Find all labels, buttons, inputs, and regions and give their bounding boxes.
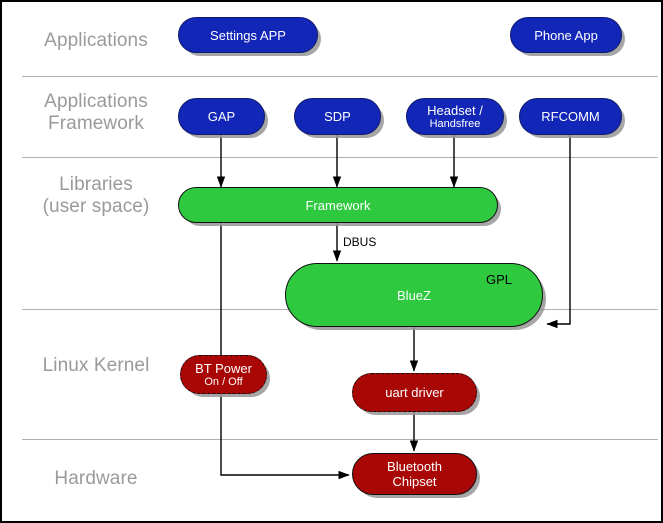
node-bluetooth-chipset[interactable]: Bluetooth Chipset <box>352 453 477 495</box>
node-bluetooth-chipset-label: Bluetooth <box>387 459 442 474</box>
node-rfcomm[interactable]: RFCOMM <box>519 98 622 135</box>
node-bluez-gpl-tag: GPL <box>486 272 513 287</box>
node-handsfree-label: Handsfree <box>429 117 481 130</box>
node-phone-app-label: Phone App <box>534 27 598 43</box>
node-uart-driver-label: uart driver <box>385 385 444 400</box>
node-rfcomm-label: RFCOMM <box>541 109 600 124</box>
node-bt-power[interactable]: BT Power On / Off <box>180 355 267 394</box>
node-phone-app[interactable]: Phone App <box>510 17 622 53</box>
node-headset-handsfree[interactable]: Headset / Handsfree <box>406 98 504 135</box>
layer-label-applications-framework: Applications Framework <box>44 91 148 134</box>
node-settings-app-label: Settings APP <box>210 27 286 43</box>
divider-applications <box>22 76 658 77</box>
node-headset-label: Headset / <box>427 102 483 118</box>
node-framework[interactable]: Framework <box>178 187 498 223</box>
node-bluez-label: BlueZ <box>397 287 431 303</box>
node-bt-power-sublabel: On / Off <box>204 375 243 388</box>
node-sdp[interactable]: SDP <box>294 98 381 135</box>
divider-applications-framework <box>22 157 658 158</box>
node-bluetooth-chipset-sublabel: Chipset <box>392 474 437 489</box>
node-settings-app[interactable]: Settings APP <box>178 17 318 53</box>
layer-label-linux-kernel: Linux Kernel <box>42 355 150 376</box>
edge-label-dbus: DBUS <box>343 235 377 249</box>
layer-label-libraries: Libraries (user space) <box>42 174 150 217</box>
connector-rfcomm-to-bluez <box>546 135 571 329</box>
node-uart-driver[interactable]: uart driver <box>352 373 477 412</box>
node-bt-power-label: BT Power <box>195 360 252 376</box>
divider-linux-kernel <box>22 439 658 440</box>
layer-label-hardware: Hardware <box>54 468 138 489</box>
node-gap[interactable]: GAP <box>178 98 265 135</box>
connector-gap-to-chipset <box>220 187 350 480</box>
node-gap-label: GAP <box>207 109 236 124</box>
node-sdp-label: SDP <box>324 109 351 124</box>
layer-label-applications: Applications <box>44 30 148 51</box>
node-framework-label: Framework <box>305 197 371 213</box>
